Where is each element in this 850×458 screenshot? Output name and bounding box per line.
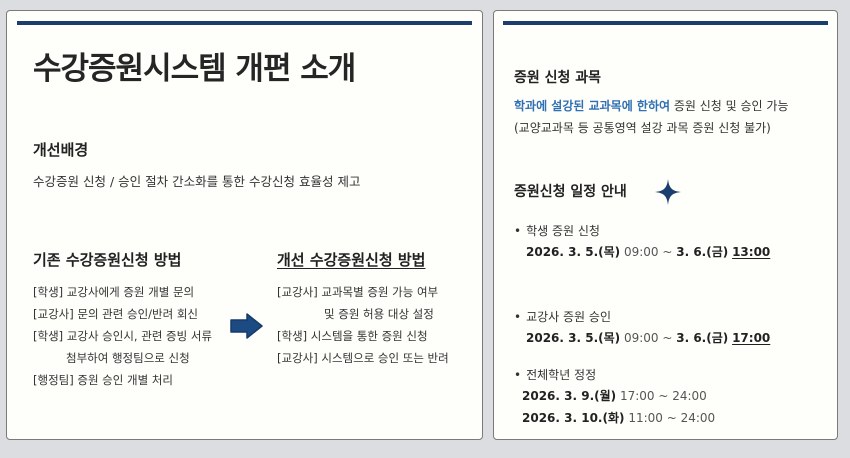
accent-bar [17, 21, 472, 25]
list-item-continuation: 및 증원 허용 대상 설정 [324, 307, 434, 321]
list-item: [학생] 교강사에게 증원 개별 문의 [33, 285, 195, 299]
list-item: [교강사] 문의 관련 승인/반려 회신 [33, 307, 199, 321]
accent-bar [503, 21, 828, 25]
schedule-label: 교강사 증원 승인 [526, 310, 611, 324]
subjects-heading: 증원 신청 과목 [514, 70, 602, 86]
bullet-icon: • [514, 310, 522, 324]
schedule-all-grades-correction: • 전체학년 정정 2026. 3. 9.(월) 17:00 ~ 24:00 20… [514, 365, 715, 429]
start-time: 09:00 ~ [620, 331, 677, 345]
list-item: [학생] 교강사 승인시, 관련 증빙 서류 [33, 329, 213, 343]
schedule-student-request: • 학생 증원 신청 2026. 3. 5.(목) 09:00 ~ 3. 6.(금… [514, 221, 770, 263]
sparkle-star-icon [655, 179, 681, 205]
time-range: 11:00 ~ 24:00 [624, 411, 716, 425]
background-heading: 개선배경 [33, 141, 89, 159]
end-time: 13:00 [732, 245, 771, 259]
start-time: 09:00 ~ [620, 245, 677, 259]
list-item: [교강사] 교과목별 증원 가능 여부 [277, 285, 439, 299]
end-date: 3. 6.(금) [676, 331, 729, 345]
intro-card: 수강증원시스템 개편 소개 개선배경 수강증원 신청 / 승인 절차 간소화를 … [6, 10, 483, 440]
list-item: [교강사] 시스템으로 승인 또는 반려 [277, 351, 449, 365]
schedule-instructor-approval: • 교강사 증원 승인 2026. 3. 5.(목) 09:00 ~ 3. 6.(… [514, 307, 770, 349]
start-date: 2026. 3. 5.(목) [526, 245, 621, 259]
subjects-highlight: 학과에 설강된 교과목에 한하여 [514, 99, 671, 113]
schedule-card: 증원 신청 과목 학과에 설강된 교과목에 한하여 증원 신청 및 승인 가능 … [493, 10, 838, 440]
new-method-list: [교강사] 교과목별 증원 가능 여부 및 증원 허용 대상 설정 [학생] 시… [277, 281, 449, 369]
time-range: 17:00 ~ 24:00 [616, 389, 707, 403]
old-method-heading: 기존 수강증원신청 방법 [33, 251, 182, 269]
new-method-heading: 개선 수강증원신청 방법 [277, 251, 426, 269]
end-date: 3. 6.(금) [676, 245, 729, 259]
end-time: 17:00 [732, 331, 771, 345]
old-method-list: [학생] 교강사에게 증원 개별 문의 [교강사] 문의 관련 승인/반려 회신… [33, 281, 212, 391]
list-item: [학생] 시스템을 통한 증원 신청 [277, 329, 428, 343]
date: 2026. 3. 10.(화) [522, 411, 625, 425]
background-text: 수강증원 신청 / 승인 절차 간소화를 통한 수강신청 효율성 제고 [33, 174, 361, 189]
bullet-icon: • [514, 224, 522, 238]
bullet-icon: • [514, 368, 522, 382]
subjects-note: (교양교과목 등 공통영역 설강 과목 증원 신청 불가) [514, 121, 771, 135]
schedule-heading: 증원신청 일정 안내 [514, 184, 627, 200]
date: 2026. 3. 9.(월) [522, 389, 617, 403]
subjects-text-rest: 증원 신청 및 승인 가능 [670, 99, 789, 113]
list-item: [행정팀] 증원 승인 개별 처리 [33, 373, 173, 387]
schedule-label: 학생 증원 신청 [526, 224, 600, 238]
right-arrow-icon [230, 313, 263, 339]
list-item-continuation: 첨부하여 행정팀으로 신청 [66, 351, 190, 365]
start-date: 2026. 3. 5.(목) [526, 331, 621, 345]
schedule-label: 전체학년 정정 [526, 368, 597, 382]
page-title: 수강증원시스템 개편 소개 [33, 51, 356, 87]
subjects-text: 학과에 설강된 교과목에 한하여 증원 신청 및 승인 가능 (교양교과목 등 … [514, 95, 789, 139]
